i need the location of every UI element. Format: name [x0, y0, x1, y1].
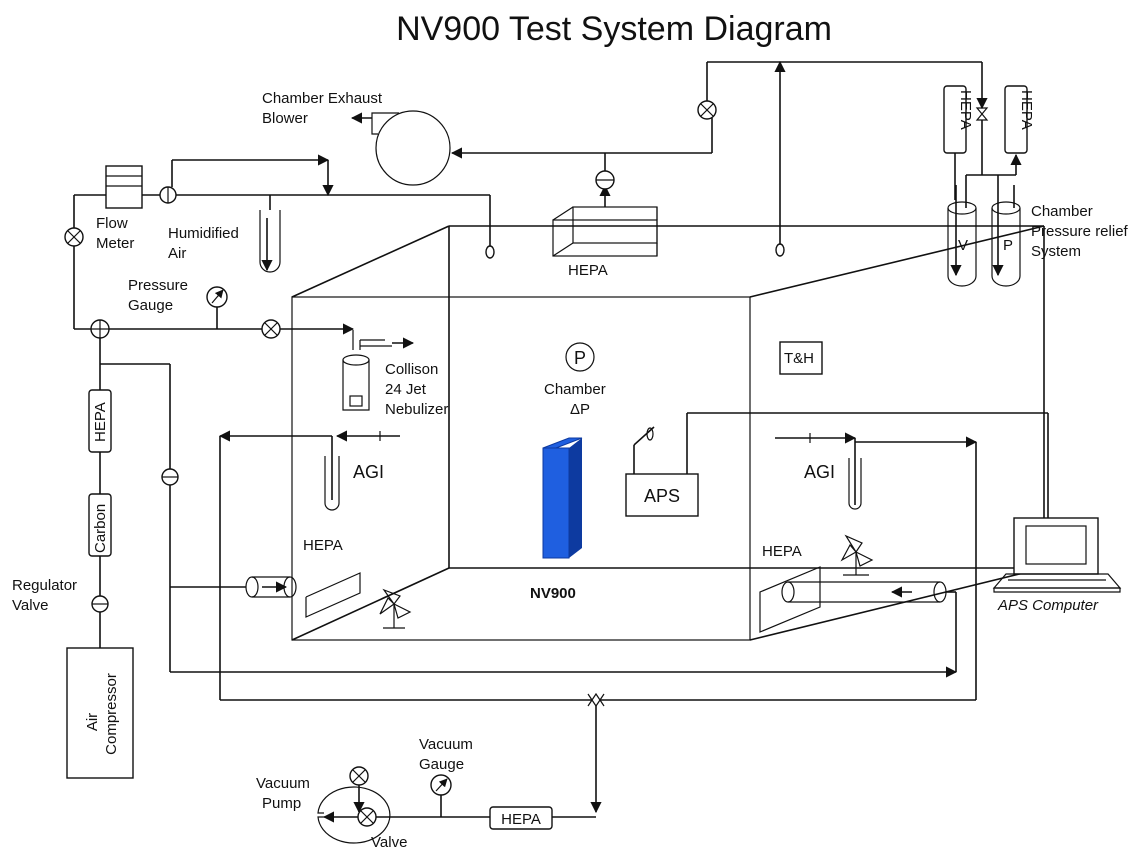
right-fan-icon: [840, 534, 874, 576]
vacuum-hepa: HEPA: [489, 806, 553, 830]
diagram-title: NV900 Test System Diagram: [396, 10, 832, 48]
hepa-vertical-filter: HEPA: [88, 389, 112, 453]
svg-text:Valve: Valve: [12, 597, 48, 614]
svg-text:Nebulizer: Nebulizer: [385, 401, 448, 418]
aps-computer: APS Computer: [992, 517, 1122, 614]
svg-text:P: P: [1003, 237, 1013, 254]
right-outlet-hepa: HEPA: [759, 543, 957, 672]
svg-text:Air: Air: [84, 713, 101, 731]
svg-text:Chamber: Chamber: [544, 381, 606, 398]
svg-text:Pump: Pump: [262, 795, 301, 812]
svg-text:Air: Air: [168, 245, 186, 262]
svg-text:T&H: T&H: [784, 350, 814, 367]
svg-text:Compressor: Compressor: [103, 673, 120, 755]
exhaust-line-valve: [697, 100, 717, 120]
bleed-valve: [349, 766, 369, 814]
svg-text:HEPA: HEPA: [568, 262, 608, 279]
svg-text:Collison: Collison: [385, 361, 438, 378]
flow-meter: Flow Meter: [96, 165, 143, 252]
svg-text:HEPA: HEPA: [1018, 90, 1035, 130]
agi-left: AGI: [218, 430, 400, 700]
left-inlet-hepa: HEPA: [245, 537, 361, 618]
svg-text:24 Jet: 24 Jet: [385, 381, 427, 398]
svg-text:Pressure relief: Pressure relief: [1031, 223, 1129, 240]
svg-text:Vacuum: Vacuum: [256, 775, 310, 792]
svg-text:Chamber Exhaust: Chamber Exhaust: [262, 90, 383, 107]
collison-nebulizer: Collison 24 Jet Nebulizer: [342, 330, 448, 418]
svg-text:Flow: Flow: [96, 215, 128, 232]
svg-text:ΔP: ΔP: [570, 401, 590, 418]
exhaust-valve: [595, 153, 615, 207]
svg-text:V: V: [958, 237, 968, 254]
svg-text:Meter: Meter: [96, 235, 134, 252]
chamber-pressure-sensor: P Chamber ΔP: [544, 342, 606, 418]
carbon-filter: Carbon: [88, 493, 112, 557]
humidifier: Humidified Air: [168, 195, 281, 273]
svg-text:HEPA: HEPA: [762, 543, 802, 560]
svg-text:Gauge: Gauge: [128, 297, 173, 314]
top-hepa-filter: HEPA: [552, 206, 658, 279]
vacuum-pump: Vacuum Pump: [256, 775, 391, 844]
pressure-relief-system: HEPA HEPA V P Chamber Pressure relief Sy…: [943, 85, 1129, 287]
chamber-exhaust-blower: Chamber Exhaust Blower: [262, 90, 451, 186]
pressure-gauge: Pressure Gauge: [128, 277, 228, 329]
svg-text:APS Computer: APS Computer: [997, 597, 1099, 614]
svg-text:P: P: [574, 348, 586, 368]
svg-text:HEPA: HEPA: [957, 90, 974, 130]
agi-right: AGI: [775, 432, 978, 700]
left-inlet-valve: [64, 227, 84, 247]
left-fan-icon: [379, 588, 412, 629]
svg-text:Vacuum: Vacuum: [419, 736, 473, 753]
temp-humidity-sensor: T&H: [779, 341, 823, 375]
svg-text:Regulator: Regulator: [12, 577, 77, 594]
svg-text:Valve: Valve: [371, 834, 407, 851]
svg-text:Chamber: Chamber: [1031, 203, 1093, 220]
test-chamber: [291, 225, 1045, 641]
svg-text:Pressure: Pressure: [128, 277, 188, 294]
svg-text:Carbon: Carbon: [92, 504, 109, 553]
aps-instrument: APS: [625, 412, 1049, 518]
vacuum-gauge: Vacuum Gauge: [419, 736, 473, 817]
svg-text:System: System: [1031, 243, 1081, 260]
nebulizer-valve: [261, 319, 281, 339]
svg-text:HEPA: HEPA: [92, 402, 109, 442]
svg-text:APS: APS: [644, 486, 680, 506]
vacuum-valve: Valve: [357, 807, 407, 851]
svg-text:Blower: Blower: [262, 110, 308, 127]
svg-text:HEPA: HEPA: [501, 811, 541, 828]
nv900-device: NV900: [530, 437, 583, 602]
air-compressor: Air Compressor: [66, 647, 134, 779]
svg-text:AGI: AGI: [353, 462, 384, 482]
svg-text:Gauge: Gauge: [419, 756, 464, 773]
svg-text:HEPA: HEPA: [303, 537, 343, 554]
svg-text:Humidified: Humidified: [168, 225, 239, 242]
svg-text:AGI: AGI: [804, 462, 835, 482]
svg-text:NV900: NV900: [530, 585, 576, 602]
